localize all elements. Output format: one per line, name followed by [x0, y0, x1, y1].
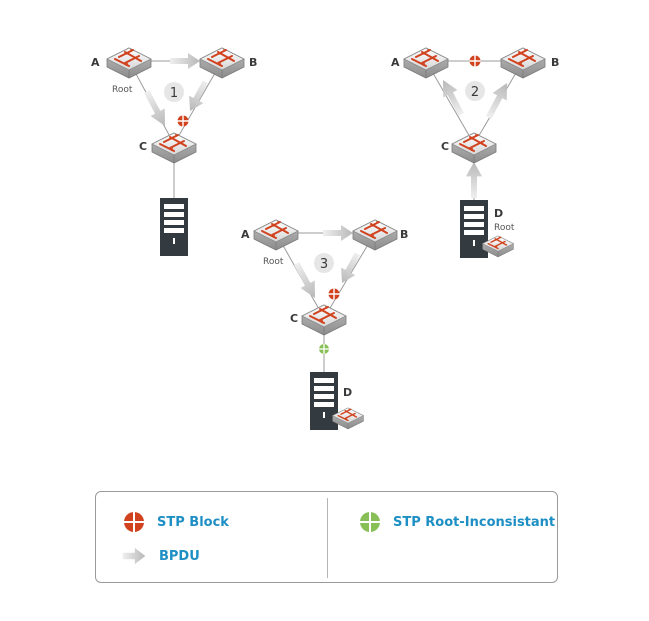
label-root: Root — [112, 85, 133, 95]
label-a: A — [91, 56, 100, 69]
switch-b-icon — [199, 47, 245, 79]
bpdu-arrow — [182, 78, 213, 115]
stp-block-icon — [468, 54, 482, 68]
switch-a-icon — [253, 219, 299, 251]
legend-label-bpdu: BPDU — [159, 548, 200, 564]
stp-block-icon — [176, 114, 190, 128]
legend: STP Block BPDU STP Root-Inconsistant — [95, 491, 558, 583]
label-b: B — [249, 56, 257, 69]
diagram-number: 2 — [471, 85, 479, 100]
diagram-1: A B C Root 1 — [91, 47, 257, 256]
diagram-number: 3 — [320, 257, 328, 272]
legend-item-bpdu: BPDU — [121, 545, 200, 567]
legend-item-stp-block: STP Block — [123, 511, 229, 533]
switch-b-icon — [352, 219, 398, 251]
label-b: B — [400, 228, 408, 241]
diagram-number: 1 — [170, 86, 178, 101]
diagram-number-badge — [314, 253, 334, 273]
label-c: C — [290, 312, 298, 325]
server-icon — [160, 198, 188, 256]
diagram-number-badge — [164, 82, 184, 102]
legend-divider — [327, 498, 328, 578]
bpdu-arrow — [466, 162, 482, 198]
label-c: C — [441, 140, 449, 153]
label-root: Root — [263, 257, 284, 267]
bpdu-arrow — [481, 79, 515, 122]
switch-b-icon — [500, 47, 546, 79]
diagram-2: A B C D Root 2 — [391, 47, 559, 258]
label-a: A — [391, 56, 400, 69]
bpdu-arrow — [323, 225, 353, 241]
diagram-number-badge — [465, 81, 485, 101]
stp-root-inconsistent-icon — [318, 343, 330, 355]
switch-a-icon — [106, 47, 152, 79]
label-b: B — [551, 56, 559, 69]
label-root: Root — [494, 223, 515, 233]
bpdu-arrow — [435, 76, 469, 119]
stp-block-icon — [124, 512, 144, 532]
switch-c-icon — [451, 132, 497, 164]
stp-root-inconsistent-icon — [360, 512, 380, 532]
label-c: C — [139, 140, 147, 153]
diagram-3: A B C D Root 3 — [241, 219, 408, 430]
switch-c-icon — [301, 304, 347, 336]
label-d: D — [343, 386, 352, 399]
stp-block-icon — [327, 287, 341, 301]
label-a: A — [241, 228, 250, 241]
legend-label-stp-block: STP Block — [157, 514, 229, 530]
legend-item-stp-root-inconsistent: STP Root-Inconsistant — [359, 511, 555, 533]
bpdu-arrow — [334, 250, 365, 287]
switch-a-icon — [403, 47, 449, 79]
bpdu-arrow — [170, 53, 200, 69]
legend-label-stp-root-inconsistent: STP Root-Inconsistant — [393, 514, 556, 530]
switch-c-icon — [151, 132, 197, 164]
bpdu-arrow-icon — [122, 547, 146, 565]
label-d: D — [494, 207, 503, 220]
